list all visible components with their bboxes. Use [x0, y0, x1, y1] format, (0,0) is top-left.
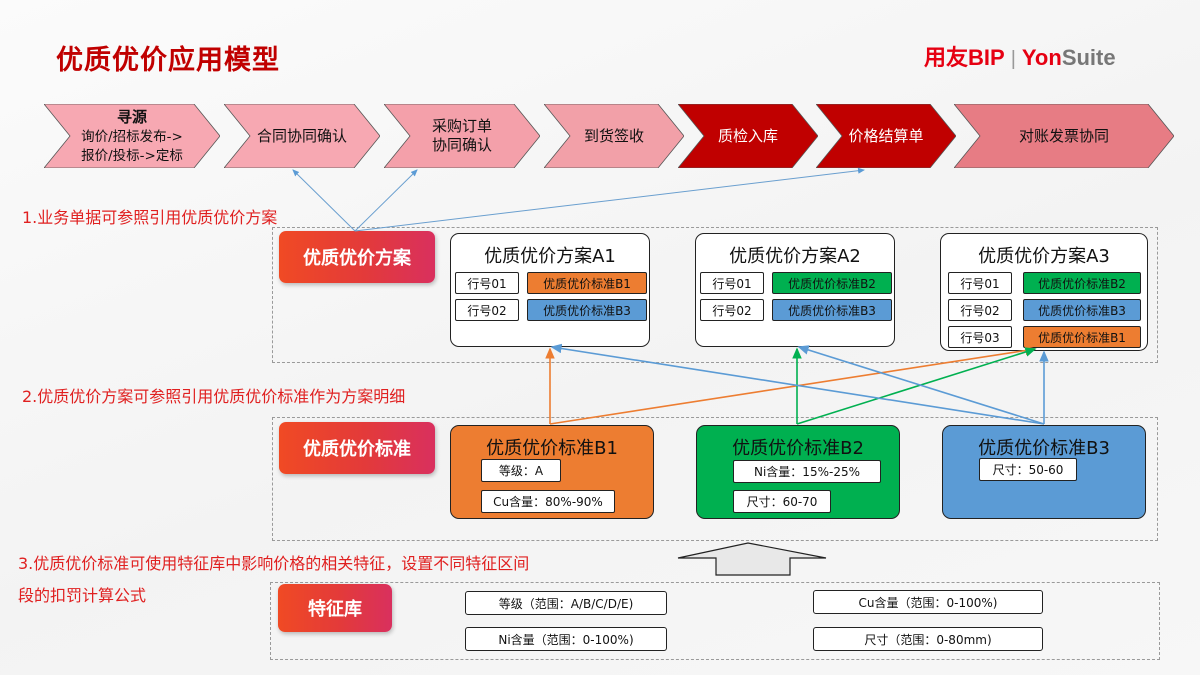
process-step-receipt: 到货签收: [544, 104, 684, 168]
step-title: 寻源: [116, 107, 147, 126]
step-title: 采购订单: [431, 117, 492, 135]
process-step-contract: 合同协同确认: [224, 104, 380, 168]
step-title: 质检入库: [717, 126, 778, 145]
brand-logo: 用友BIP|YonSuite: [924, 40, 1116, 72]
step-title: 对账发票协同: [1018, 126, 1109, 145]
process-step-inspection: 质检入库: [678, 104, 818, 168]
note-2: 2.优质优价方案可参照引用优质优价标准作为方案明细: [22, 387, 406, 406]
plan-title: 优质优价方案A3: [978, 246, 1110, 267]
standard-card-b1[interactable]: 优质优价标准B1 等级：A Cu含量：80%-90%: [450, 425, 654, 519]
chevron-shape: [544, 104, 684, 168]
plan-row-standard[interactable]: 优质优价标准B1: [1023, 326, 1141, 348]
plan-row-number: 行号01: [700, 272, 764, 294]
plan-card-a2[interactable]: 优质优价方案A2 行号01 优质优价标准B2 行号02 优质优价标准B3: [695, 233, 895, 347]
plan-row-standard[interactable]: 优质优价标准B2: [772, 272, 892, 294]
standard-title: 优质优价标准B2: [732, 438, 864, 459]
plan-row-number: 行号02: [948, 299, 1012, 321]
step-subline: 询价/招标发布->: [81, 128, 183, 145]
plan-row-standard[interactable]: 优质优价标准B3: [772, 299, 892, 321]
standard-card-b2[interactable]: 优质优价标准B2 Ni含量：15%-25% 尺寸：60-70: [696, 425, 900, 519]
note-3-line-1: 3.优质优价标准可使用特征库中影响价格的相关特征，设置不同特征区间: [18, 554, 530, 573]
plan-card-a3[interactable]: 优质优价方案A3 行号01 优质优价标准B2 行号02 优质优价标准B3 行号0…: [940, 233, 1148, 351]
step-subline: 报价/投标->定标: [81, 147, 183, 164]
step-title: 合同协同确认: [256, 126, 347, 145]
standard-title: 优质优价标准B1: [486, 438, 618, 459]
standard-title: 优质优价标准B3: [978, 438, 1110, 459]
logo-suite: Suite: [1061, 45, 1116, 70]
link-plan-to-contract: [292, 169, 356, 232]
link-plan-to-po: [354, 169, 418, 232]
standard-tag: Cu含量：80%-90%: [481, 490, 615, 513]
page-title: 优质优价应用模型: [56, 45, 280, 76]
feature-item-ni[interactable]: Ni含量（范围：0-100%): [465, 627, 667, 651]
standard-tag: 尺寸：50-60: [979, 458, 1077, 481]
chevron-shape: [384, 104, 540, 168]
chevron-shape: [224, 104, 380, 168]
plans-section-label: 优质优价方案: [279, 231, 435, 283]
link-plan-to-settlement: [354, 167, 865, 232]
note-3-line-2: 段的扣罚计算公式: [18, 586, 147, 605]
chevron-shape: [954, 104, 1174, 168]
process-step-invoice: 对账发票协同: [954, 104, 1174, 168]
step-title: 到货签收: [583, 126, 644, 145]
standards-section-label: 优质优价标准: [279, 422, 435, 474]
standard-tag: 尺寸：60-70: [733, 490, 831, 513]
standard-card-b3[interactable]: 优质优价标准B3 尺寸：50-60: [942, 425, 1146, 519]
feature-item-grade[interactable]: 等级（范围：A/B/C/D/E): [465, 591, 667, 615]
step-subline: 协同确认: [431, 136, 492, 154]
standard-tag: Ni含量：15%-25%: [733, 460, 881, 483]
process-step-settlement: 价格结算单: [816, 104, 956, 168]
feature-section-label: 特征库: [278, 584, 392, 632]
plan-row-number: 行号01: [455, 272, 519, 294]
step-title: 价格结算单: [848, 126, 924, 145]
chevron-shape: [44, 104, 220, 168]
standard-tag: 等级：A: [481, 459, 561, 482]
plan-row-standard[interactable]: 优质优价标准B2: [1023, 272, 1141, 294]
logo-separator: |: [1010, 48, 1016, 70]
feature-item-size[interactable]: 尺寸（范围：0-80mm): [813, 627, 1043, 651]
plan-row-number: 行号02: [700, 299, 764, 321]
process-step-purchase-order: 采购订单协同确认: [384, 104, 540, 168]
plan-row-number: 行号03: [948, 326, 1012, 348]
plan-row-number: 行号01: [948, 272, 1012, 294]
chevron-shape: [816, 104, 956, 168]
feature-item-cu[interactable]: Cu含量（范围：0-100%): [813, 590, 1043, 614]
up-arrow-icon: [677, 542, 827, 576]
plan-row-number: 行号02: [455, 299, 519, 321]
logo-yon: Yon: [1021, 45, 1062, 70]
chevron-shape: [678, 104, 818, 168]
plan-card-a1[interactable]: 优质优价方案A1 行号01 优质优价标准B1 行号02 优质优价标准B3: [450, 233, 650, 347]
plan-row-standard[interactable]: 优质优价标准B3: [527, 299, 647, 321]
plan-row-standard[interactable]: 优质优价标准B1: [527, 272, 647, 294]
plan-title: 优质优价方案A1: [484, 246, 616, 267]
step-text: 寻源询价/招标发布-> 报价/投标->定标: [81, 108, 183, 165]
note-1: 1.业务单据可参照引用优质优价方案: [22, 208, 278, 227]
plan-row-standard[interactable]: 优质优价标准B3: [1023, 299, 1141, 321]
process-step-sourcing: 寻源询价/招标发布-> 报价/投标->定标: [44, 104, 220, 168]
feature-section-frame: [270, 582, 1160, 660]
logo-bip: 用友BIP: [924, 45, 1005, 70]
plan-title: 优质优价方案A2: [729, 246, 861, 267]
